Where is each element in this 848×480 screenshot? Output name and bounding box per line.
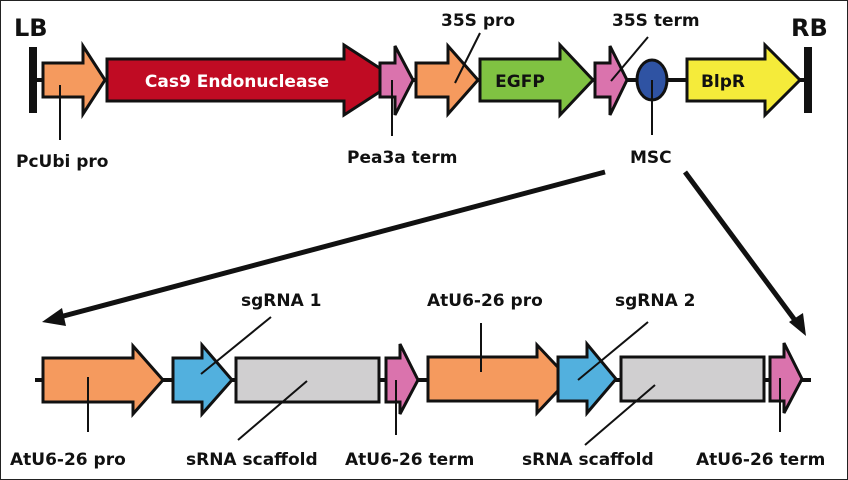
sgrna-1-label: sgRNA 1: [241, 291, 322, 311]
sgrna-1-arrow: [171, 340, 234, 418]
atu6-pro-2-label: AtU6-26 pro: [427, 291, 543, 311]
lb-border-bar: [29, 47, 37, 113]
scaffold-2-label: sRNA scaffold: [522, 450, 654, 470]
scaffold-1-box: [234, 356, 381, 404]
pea3a-terminator-arrow: [378, 45, 415, 116]
right-expansion-arrowhead: [789, 313, 806, 336]
rb-border-bar: [804, 47, 812, 113]
scaffold-2-leader-line: [584, 384, 656, 446]
blpr-label: BlpR: [701, 72, 745, 92]
egfp-arrow: [478, 41, 596, 119]
scaffold-1-label: sRNA scaffold: [186, 450, 318, 470]
cas9-arrow: [105, 42, 401, 118]
sgrna-2-arrow: [556, 339, 618, 418]
atu6-promoter-1-arrow: [41, 342, 166, 418]
sgrna-1-leader-line: [200, 316, 272, 375]
atu6-terminator-1-arrow: [384, 343, 420, 415]
35s-pro-leader-line: [454, 32, 481, 84]
cas9-label: Cas9 Endonuclease: [145, 72, 329, 92]
pcubi-promoter-arrow: [41, 40, 107, 120]
35s-pro-label: 35S pro: [441, 11, 515, 31]
atu6-term-2-label: AtU6-26 term: [696, 450, 825, 470]
35s-promoter-arrow: [414, 42, 481, 118]
blpr-arrow: [685, 41, 803, 119]
sgrna-2-label: sgRNA 2: [615, 291, 696, 311]
lb-label: LB: [14, 14, 48, 42]
expansion-arrows: [42, 169, 806, 336]
atu6-terminator-2-arrow: [768, 342, 804, 414]
atu6-promoter-2-arrow: [426, 341, 572, 417]
atu6-pro-1-label: AtU6-26 pro: [10, 450, 126, 470]
egfp-label: EGFP: [495, 72, 545, 92]
left-expansion-arrow-shaft: [55, 169, 606, 321]
bottom-cassette: AtU6-26 pro sgRNA 1 sRNA scaffold AtU6-2…: [10, 291, 825, 470]
pcubi-label: PcUbi pro: [16, 152, 109, 172]
scaffold-2-box: [619, 355, 766, 403]
pea3a-label: Pea3a term: [347, 148, 457, 168]
rb-label: RB: [791, 14, 828, 42]
msc-label: MSC: [630, 148, 672, 168]
sgrna-2-leader-line: [577, 321, 649, 381]
35s-term-label: 35S term: [612, 11, 700, 31]
35s-term-leader-line: [610, 36, 649, 82]
top-construct: LB RB Cas9 Endonuclease EGFP BlpR PcUbi …: [14, 11, 828, 172]
right-expansion-arrow-shaft: [682, 170, 800, 325]
atu6-term-1-label: AtU6-26 term: [345, 450, 474, 470]
scaffold-1-leader-line: [237, 380, 308, 441]
left-expansion-arrowhead: [42, 308, 66, 326]
